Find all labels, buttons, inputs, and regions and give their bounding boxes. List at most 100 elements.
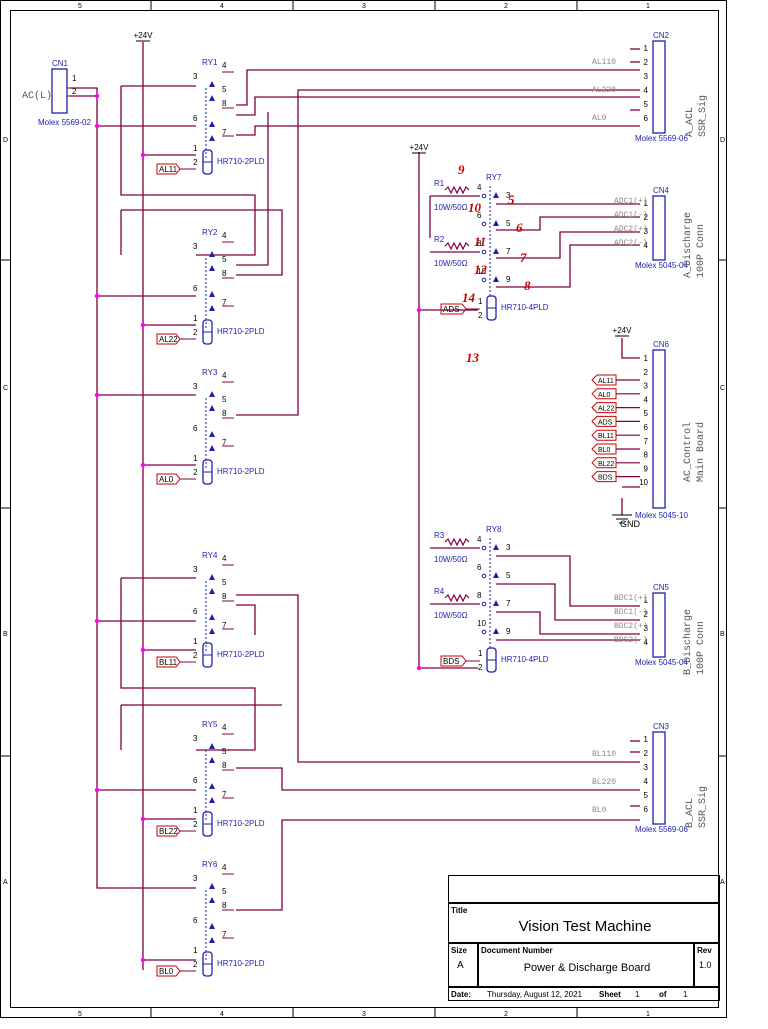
contact-point — [481, 221, 487, 227]
relay-ref: RY6 — [202, 860, 218, 869]
net-tag-label: BL11 — [598, 433, 614, 440]
date-label: Date: — [451, 990, 472, 999]
frame-row-left: D — [3, 137, 8, 144]
relay-pin-label: 6 — [193, 284, 198, 293]
net-label: ADC2(+) — [614, 225, 648, 234]
relay-pin-label: 1 — [193, 314, 198, 323]
connector-pin: 2 — [644, 610, 649, 619]
contact-arrow — [209, 614, 215, 620]
control-tag-label: ADS — [443, 305, 459, 314]
contact-arrow — [209, 121, 215, 127]
connector-pin: 5 — [644, 100, 649, 109]
contact-arrow — [493, 276, 499, 282]
sheet-label: Sheet — [599, 990, 621, 999]
frame-column-bottom: 3 — [362, 1011, 366, 1018]
frame-column-bottom: 2 — [504, 1011, 508, 1018]
net-label: BDC1(-) — [614, 608, 648, 617]
relay-pin-label: 10 — [477, 619, 486, 628]
rev-label: Rev — [697, 946, 712, 955]
resistor-value: 10W/50Ω — [434, 611, 468, 620]
resistor-zigzag — [444, 241, 470, 251]
handwritten-annotation: 9 — [458, 162, 465, 177]
connector-pin: 10 — [639, 478, 648, 487]
contact-arrow — [209, 291, 215, 297]
title-block: Title Vision Test Machine Size A Documen… — [448, 875, 720, 1001]
handwritten-annotation: 13 — [466, 350, 480, 365]
junction-dots — [94, 93, 422, 963]
relay-pin-label: 3 — [193, 874, 198, 883]
control-tag-label: BDS — [443, 657, 459, 666]
contact-arrow — [209, 265, 215, 271]
relay-pin-label: 1 — [193, 637, 198, 646]
contact-point — [481, 629, 487, 635]
control-tag — [156, 656, 181, 668]
net-label: ADC2(-) — [614, 239, 648, 248]
resistor-ref: R1 — [434, 179, 445, 188]
relay-pin-label: 4 — [477, 535, 482, 544]
contact-point — [481, 277, 487, 283]
connector-pin: 9 — [644, 464, 649, 473]
relay-pin-label: 4 — [222, 371, 227, 380]
junction-dot — [94, 93, 100, 99]
size-cell: Size A — [448, 943, 478, 987]
connector-pin: 3 — [644, 624, 649, 633]
contact-arrow — [493, 192, 499, 198]
connector-pin: 6 — [644, 423, 649, 432]
junction-dot — [416, 307, 422, 313]
relay-ref: RY3 — [202, 368, 218, 377]
relay-part: HR710-2PLD — [217, 467, 265, 476]
junction-dot — [140, 957, 146, 963]
connector-caption: AC_Control — [682, 422, 694, 482]
net-label: AL220 — [592, 86, 616, 95]
resistor-value: 10W/50Ω — [434, 555, 468, 564]
control-tag — [156, 163, 181, 175]
connector-caption: 100P Conn — [696, 224, 707, 278]
relay-4pld — [440, 537, 499, 673]
contact-arrow — [493, 600, 499, 606]
relay-pin-label: 3 — [193, 734, 198, 743]
relay-pin-label: 3 — [193, 72, 198, 81]
control-tag — [156, 333, 181, 345]
resistor-value: 10W/50Ω — [434, 259, 468, 268]
frame-column-bottom: 1 — [646, 1011, 650, 1018]
connector-pin: 1 — [644, 354, 649, 363]
control-tag — [440, 655, 467, 667]
junction-dot — [140, 462, 146, 468]
relay-part: HR710-2PLD — [217, 959, 265, 968]
contact-point — [481, 249, 487, 255]
relay-pin-label: 5 — [506, 571, 511, 580]
relay-pin-label: 1 — [193, 806, 198, 815]
net-tag-label: BL0 — [598, 447, 611, 454]
connector-ref: CN3 — [653, 722, 670, 731]
junction-dot — [94, 293, 100, 299]
connector-pin: 4 — [644, 86, 649, 95]
sheet-value: 1 — [635, 990, 640, 999]
relay-part: HR710-2PLD — [217, 157, 265, 166]
frame-column-bottom: 4 — [220, 1011, 224, 1018]
contact-point — [481, 545, 487, 551]
handwritten-annotation: 6 — [516, 220, 523, 235]
connector-body — [652, 349, 666, 509]
junction-dot — [94, 618, 100, 624]
relay-pin-label: 5 — [222, 395, 227, 404]
relay-ref: RY4 — [202, 551, 218, 560]
contact-arrow — [209, 628, 215, 634]
net-label: BL110 — [592, 750, 616, 759]
frame-column-top: 3 — [362, 3, 366, 10]
relay-part: HR710-4PLD — [501, 655, 549, 664]
handwritten-annotation: 5 — [508, 192, 515, 207]
contact-arrow — [493, 628, 499, 634]
connector-part: Molex 5569-06 — [635, 134, 688, 143]
control-tag-label: AL11 — [159, 165, 178, 174]
connector — [652, 40, 666, 134]
junction-dot — [94, 123, 100, 129]
cn1-ac-label: AC(L) — [22, 90, 52, 102]
relay-pin-label: 2 — [193, 651, 198, 660]
net-label: BDC1(+) — [614, 594, 648, 603]
contact-arrow — [209, 783, 215, 789]
net-tag-label: AL11 — [598, 378, 614, 385]
components — [51, 40, 666, 977]
